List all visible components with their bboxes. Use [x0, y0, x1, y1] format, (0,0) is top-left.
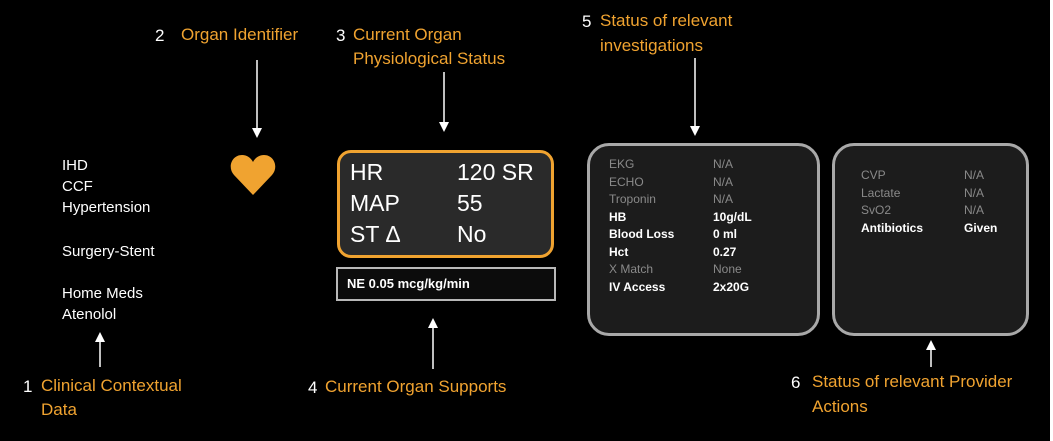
provider-action-value: Given: [964, 220, 998, 235]
provider-action-label: Antibiotics: [861, 220, 923, 235]
label-6-caption-line1: Status of relevant Provider: [812, 372, 1013, 391]
label-1-number: 1: [23, 377, 33, 396]
provider-action-value: N/A: [964, 185, 985, 200]
arrow-up-4: [428, 318, 438, 369]
investigation-value: N/A: [713, 174, 734, 189]
meds-item: Atenolol: [62, 306, 117, 323]
label-3-number: 3: [336, 26, 346, 45]
investigation-label: EKG: [609, 157, 635, 171]
label-1-caption-line2: Data: [41, 400, 77, 419]
home-meds: Home Meds Atenolol: [62, 283, 143, 325]
arrow-down-5: [690, 58, 700, 136]
status-label: MAP: [350, 190, 400, 216]
provider-action-value: N/A: [964, 203, 985, 217]
investigation-value: N/A: [713, 192, 734, 206]
organ-support-box: NE 0.05 mcg/kg/min: [336, 267, 556, 301]
arrow-down-2: [252, 60, 262, 138]
investigation-label: IV Access: [609, 279, 666, 294]
arrow-up-1: [95, 332, 105, 367]
status-value: 120 SR: [457, 159, 534, 185]
investigation-label: Troponin: [609, 192, 656, 206]
provider-action-label: SvO2: [861, 203, 892, 217]
label-6-caption-line2: Actions: [812, 397, 868, 416]
investigation-value: 2x20G: [713, 279, 750, 294]
label-3-caption-line2: Physiological Status: [353, 49, 506, 68]
investigation-label: Hct: [609, 244, 629, 259]
investigation-value: 0 ml: [713, 227, 738, 241]
investigation-value: 10g/dL: [713, 209, 752, 224]
investigation-label: HB: [609, 209, 627, 224]
investigation-value: None: [713, 262, 742, 276]
provider-action-label: Lactate: [861, 185, 901, 200]
status-label: HR: [350, 159, 384, 185]
investigation-value: N/A: [713, 157, 734, 171]
label-5-number: 5: [582, 12, 592, 31]
label-3-caption-line1: Current Organ: [353, 25, 462, 44]
investigation-label: ECHO: [609, 174, 644, 189]
status-label: ST Δ: [350, 221, 401, 247]
label-5-caption-line2: investigations: [600, 36, 704, 55]
organ-status-box: HR 120 SR MAP 55 ST Δ No: [337, 150, 554, 258]
label-2-caption: Organ Identifier: [181, 25, 299, 44]
surgery-text: Surgery-Stent: [62, 243, 155, 260]
history-item: Hypertension: [62, 199, 151, 216]
status-value: 55: [457, 190, 483, 216]
investigations-panel: EKG N/A ECHO N/A Troponin N/A HB 10g/dL Blood Lo…: [587, 143, 820, 336]
arrow-up-6: [926, 340, 936, 367]
investigation-label: Blood Loss: [609, 227, 675, 241]
status-value: No: [457, 221, 487, 247]
label-4-number: 4: [308, 378, 318, 397]
history-item: IHD: [62, 157, 88, 174]
history-item: CCF: [62, 178, 93, 195]
provider-action-label: CVP: [861, 168, 886, 182]
heart-icon: [230, 155, 276, 195]
provider-action-value: N/A: [964, 168, 985, 182]
label-1-caption-line1: Clinical Contextual: [41, 376, 182, 395]
label-5-caption-line1: Status of relevant: [600, 11, 733, 30]
investigation-value: 0.27: [713, 244, 737, 259]
clinical-history: IHD CCF Hypertension: [62, 155, 150, 218]
label-6-number: 6: [791, 373, 801, 392]
label-4-caption: Current Organ Supports: [325, 377, 507, 396]
arrow-down-3: [439, 72, 449, 132]
meds-heading: Home Meds: [62, 285, 143, 302]
label-2-number: 2: [155, 26, 165, 45]
investigation-label: X Match: [609, 262, 654, 276]
